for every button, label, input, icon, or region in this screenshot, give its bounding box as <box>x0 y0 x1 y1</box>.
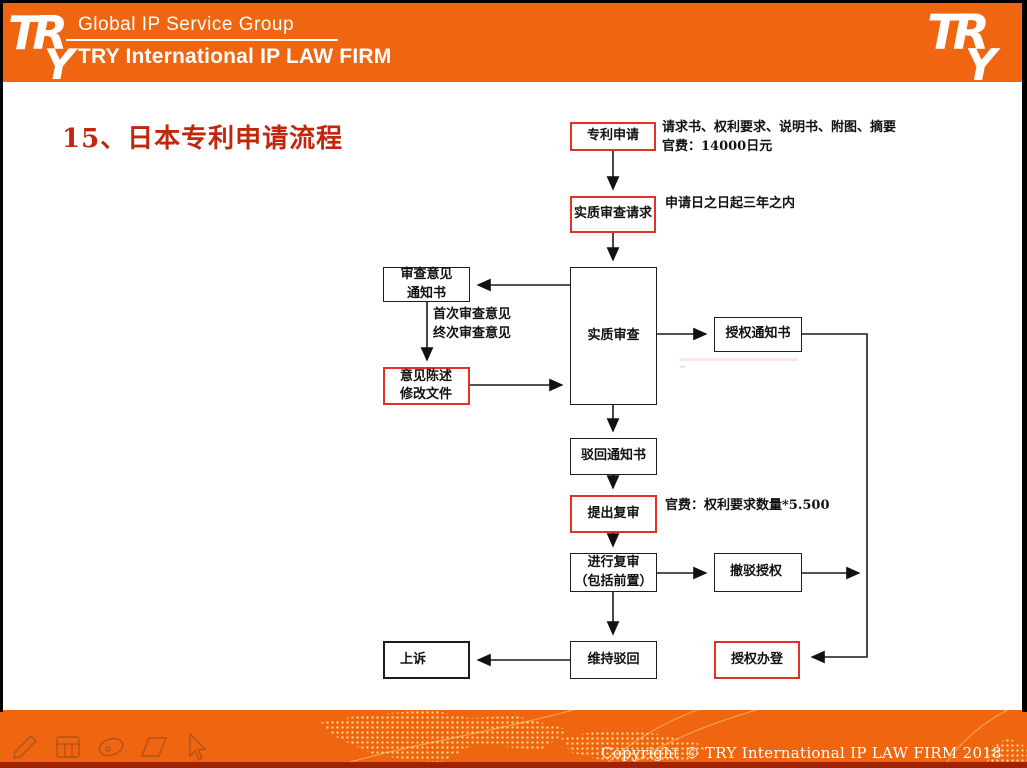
frame-edge-left <box>0 0 3 712</box>
header-group-name: Global IP Service Group <box>78 14 295 35</box>
faded-text-artifact <box>680 356 798 372</box>
frame-edge-top <box>0 0 1027 3</box>
pen-tool-icon[interactable] <box>10 732 40 762</box>
try-logo-left: TR Y <box>8 9 78 81</box>
cursor-tool-icon[interactable] <box>182 732 212 762</box>
svg-text:Y: Y <box>44 40 78 81</box>
frame-edge-right <box>1022 0 1027 712</box>
flow-box-substantive-exam-request: 实质审查请求 <box>570 196 656 233</box>
copyright-text: Copyright © TRY International IP LAW FIR… <box>600 744 1002 762</box>
svg-text:TR: TR <box>927 7 986 61</box>
flow-box-grant-notice: 授权通知书 <box>714 317 802 352</box>
try-logo-right: TR Y <box>927 7 1001 83</box>
flow-box-appeal: 上诉 <box>383 641 470 679</box>
ellipse-tool-icon[interactable] <box>96 732 126 762</box>
note-three-years: 申请日之日起三年之内 <box>665 196 796 211</box>
flow-box-rejection-notice: 驳回通知书 <box>570 438 657 475</box>
slide-tool-icon[interactable] <box>53 732 83 762</box>
flow-box-patent-application: 专利申请 <box>570 122 656 151</box>
footer-band: Copyright © TRY International IP LAW FIR… <box>0 710 1027 768</box>
flow-box-opinion-statement: 意见陈述 修改文件 <box>383 367 470 405</box>
flow-box-maintain-rejection: 维持驳回 <box>570 641 657 679</box>
flow-box-withdraw-rejection-grant: 撤驳授权 <box>714 553 802 592</box>
note-application-docs: 请求书、权利要求、说明书、附图、摘要 官费：14000日元 <box>662 120 897 154</box>
flow-box-grant-registration: 授权办登 <box>714 641 800 679</box>
note-reexam-fee: 官费：权利要求数量*5.500 <box>665 498 830 513</box>
note-first-final-opinion: 首次审查意见 终次审查意见 <box>433 307 512 341</box>
svg-text:Y: Y <box>965 40 1001 83</box>
eraser-tool-icon[interactable] <box>139 732 169 762</box>
flow-box-conduct-reexam: 进行复审 （包括前置） <box>570 553 657 592</box>
presenter-toolbar <box>10 732 212 762</box>
header-band: TR Y Global IP Service Group TRY Interna… <box>0 3 1027 83</box>
flow-box-request-reexam: 提出复审 <box>570 495 657 533</box>
header-firm-name: TRY International IP LAW FIRM <box>78 45 392 68</box>
header-separator <box>66 39 338 41</box>
flow-box-exam-opinion-notice: 审查意见 通知书 <box>383 267 470 302</box>
page-title: 15、日本专利申请流程 <box>62 124 344 154</box>
flow-box-substantive-exam: 实质审查 <box>570 267 657 405</box>
footer-bottom-strip <box>0 762 1027 768</box>
